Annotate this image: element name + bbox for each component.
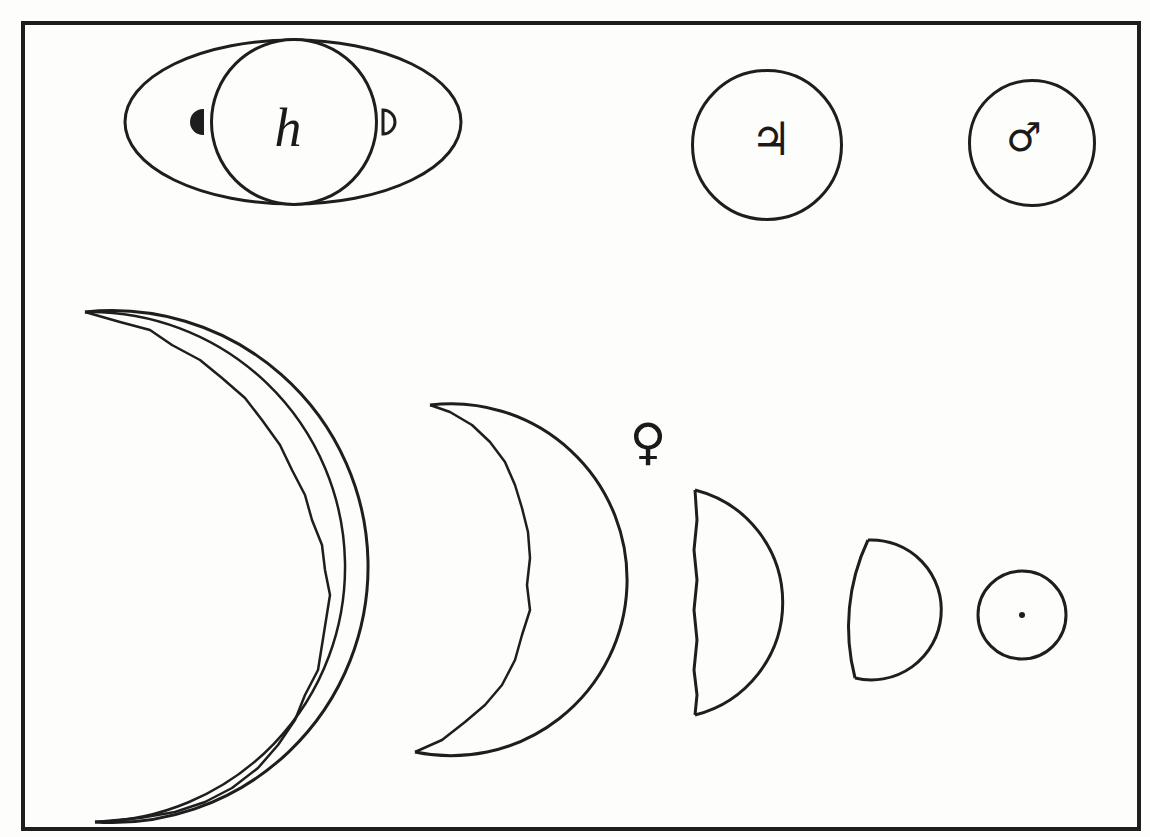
- venus-crescent: [85, 312, 330, 822]
- disc-text-holder: ♂: [968, 79, 1096, 207]
- venus-full-dot: [1019, 612, 1025, 618]
- disc-text-holder: h: [210, 38, 378, 206]
- planet-symbol: ♃: [750, 116, 791, 162]
- saturn-ansa: [383, 110, 395, 134]
- saturn-ansa: [191, 110, 203, 134]
- saturn-disc: h: [210, 38, 378, 206]
- venus-symbol: ♀: [630, 417, 667, 467]
- disc-circle: [212, 40, 377, 205]
- planet-symbol: h: [275, 101, 302, 155]
- venus-full: [978, 571, 1066, 659]
- venus-half: [695, 490, 783, 715]
- venus-crescent: [85, 312, 345, 822]
- venus-gibbous: [855, 540, 941, 680]
- disc-circle: [970, 81, 1095, 206]
- venus-crescent: [415, 405, 530, 752]
- venus-crescent: [85, 311, 368, 823]
- disc-text-holder: ♃: [691, 69, 843, 221]
- venus-gibbous: [849, 540, 868, 678]
- disc-circle: [693, 71, 842, 220]
- saturn-ring: [125, 40, 461, 204]
- venus-crescent: [415, 404, 627, 756]
- venus-half: [694, 490, 697, 715]
- jupiter-disc: ♃: [691, 69, 843, 221]
- frame-border: [23, 23, 1139, 829]
- planet-symbol: ♂: [1006, 117, 1042, 157]
- mars-disc: ♂: [968, 79, 1096, 207]
